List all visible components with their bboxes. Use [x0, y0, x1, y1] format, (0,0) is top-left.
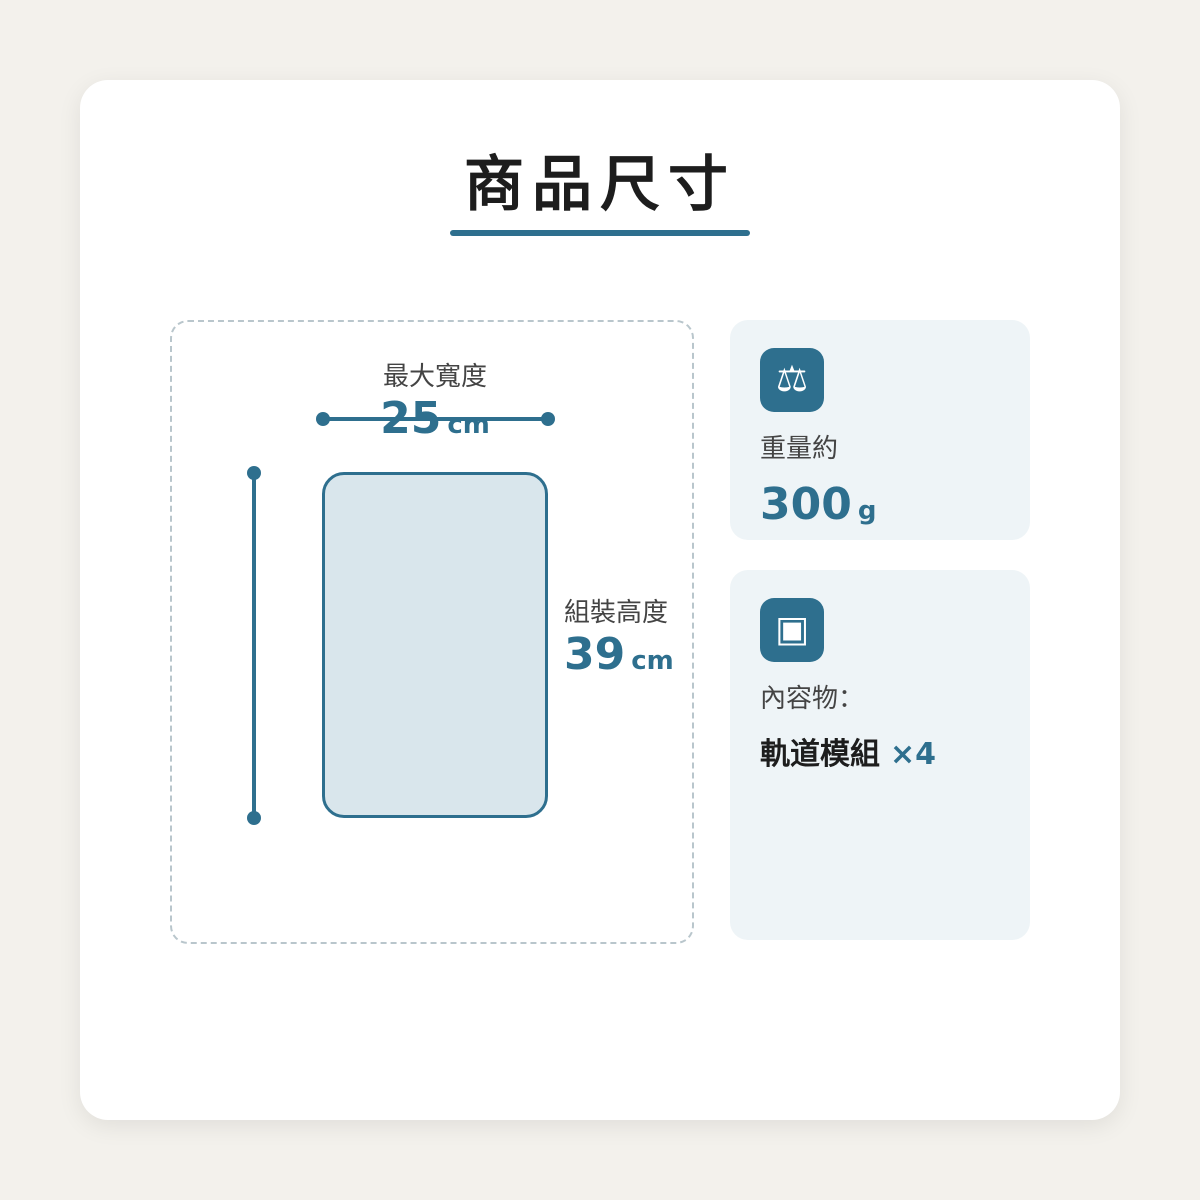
height-unit: cm: [631, 646, 674, 676]
scale-icon: ⚖: [760, 348, 824, 412]
width-end-dot: [541, 412, 555, 426]
product-outline: [322, 472, 548, 818]
weight-label: 重量約: [760, 434, 839, 464]
width-start-dot: [316, 412, 330, 426]
contents-label: 內容物：: [760, 684, 865, 714]
contents-item: 軌道模組: [760, 737, 880, 772]
height-measure-line: [252, 472, 256, 818]
width-label: 最大寬度: [382, 362, 487, 392]
page-title: 商品尺寸: [464, 150, 736, 220]
height-label: 組裝高度: [564, 598, 669, 628]
height-end-dot: [247, 811, 261, 825]
contents-panel: ▣ 內容物： 軌道模組 ×4: [730, 570, 1030, 940]
height-start-dot: [247, 466, 261, 480]
width-unit: cm: [447, 410, 490, 440]
box-icon: ▣: [760, 598, 824, 662]
height-value: 39: [564, 629, 626, 680]
weight-value: 300: [760, 479, 852, 530]
width-measure-line: [322, 417, 548, 421]
weight-unit: g: [857, 496, 877, 526]
contents-quantity: ×4: [890, 737, 937, 772]
contents-row: 軌道模組 ×4: [760, 729, 1000, 773]
title-underline: [450, 230, 750, 236]
